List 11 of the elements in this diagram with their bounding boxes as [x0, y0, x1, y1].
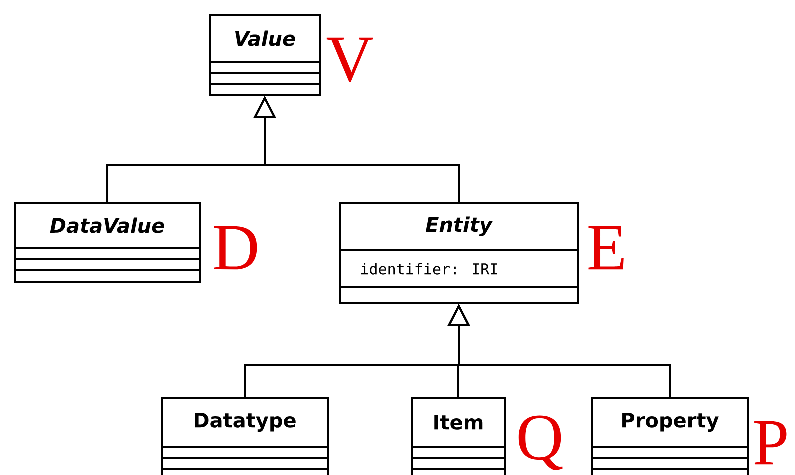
class-box: Value: [209, 14, 321, 96]
class-letter: Q: [518, 416, 563, 470]
class-box: DataValue: [14, 202, 201, 283]
class-box: Property: [591, 397, 749, 475]
class-letter: P: [754, 421, 787, 465]
class-letter: D: [214, 226, 258, 270]
class-box: Item: [411, 397, 506, 475]
class-box: Entity identifier: IRI: [339, 202, 579, 304]
class-box: Datatype: [161, 397, 329, 475]
class-letter: E: [588, 226, 624, 270]
class-letter: V: [326, 38, 374, 82]
